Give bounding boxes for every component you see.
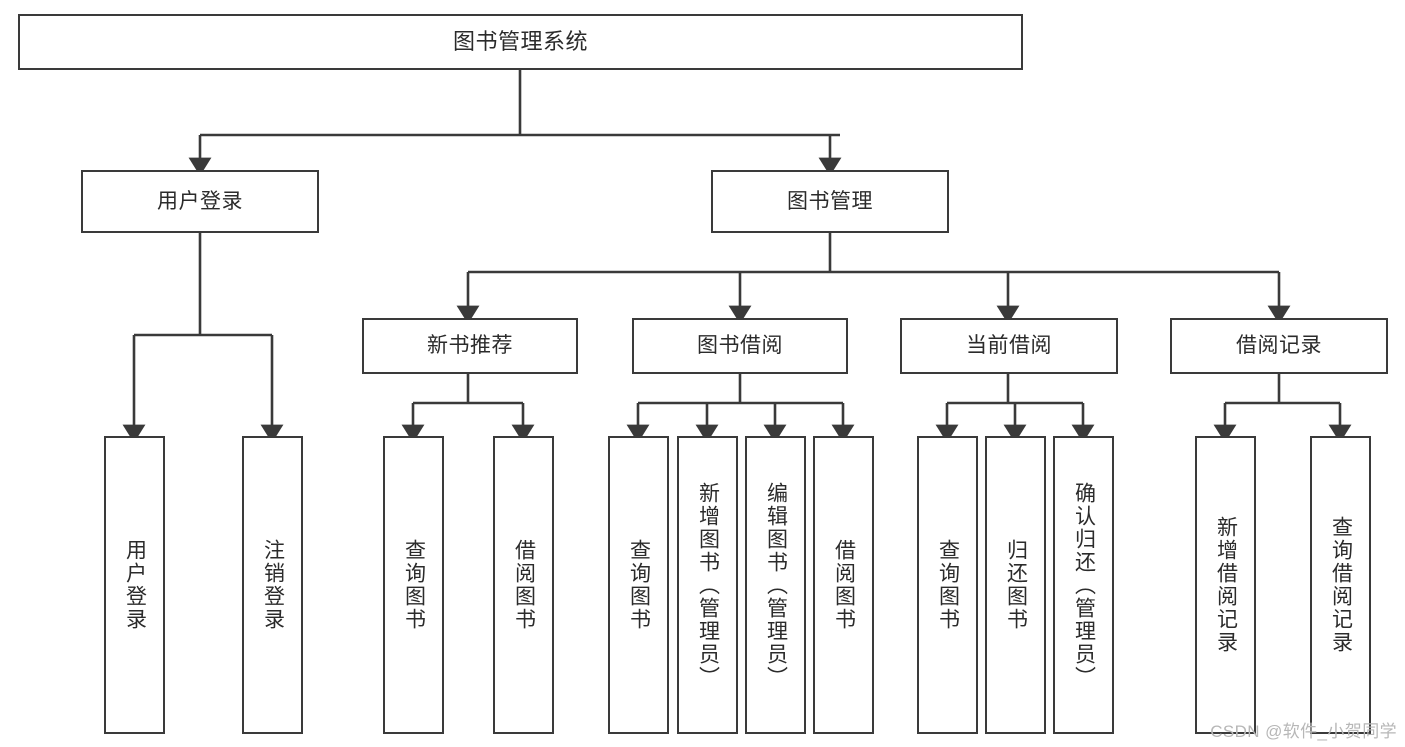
leaf-book-borrow-edit[interactable]: 编辑图书（管理员） xyxy=(745,436,806,734)
leaf-current-borrow-query[interactable]: 查询图书 xyxy=(917,436,978,734)
node-label: 用户登录 xyxy=(157,189,243,213)
node-current-borrow[interactable]: 当前借阅 xyxy=(900,318,1118,374)
leaf-current-borrow-return[interactable]: 归还图书 xyxy=(985,436,1046,734)
leaf-current-borrow-confirm-return[interactable]: 确认归还（管理员） xyxy=(1053,436,1114,734)
node-label: 图书借阅 xyxy=(697,334,783,358)
node-label: 借阅记录 xyxy=(1236,334,1322,358)
leaf-borrow-record-query[interactable]: 查询借阅记录 xyxy=(1310,436,1371,734)
node-label: 用户登录 xyxy=(123,539,147,631)
leaf-book-borrow-lend[interactable]: 借阅图书 xyxy=(813,436,874,734)
leaf-book-borrow-add[interactable]: 新增图书（管理员） xyxy=(677,436,738,734)
node-label: 新增借阅记录 xyxy=(1214,516,1238,654)
node-new-book-recommend[interactable]: 新书推荐 xyxy=(362,318,578,374)
node-label: 查询借阅记录 xyxy=(1329,516,1353,654)
node-root-system[interactable]: 图书管理系统 xyxy=(18,14,1023,70)
leaf-new-book-borrow[interactable]: 借阅图书 xyxy=(493,436,554,734)
leaf-user-login-logout[interactable]: 注销登录 xyxy=(242,436,303,734)
leaf-new-book-query[interactable]: 查询图书 xyxy=(383,436,444,734)
leaf-book-borrow-query[interactable]: 查询图书 xyxy=(608,436,669,734)
node-label: 图书管理 xyxy=(787,189,873,213)
node-label: 新增图书（管理员） xyxy=(696,481,720,689)
node-label: 新书推荐 xyxy=(427,334,513,358)
node-label: 确认归还（管理员） xyxy=(1072,481,1096,689)
node-label: 查询图书 xyxy=(402,539,426,631)
leaf-borrow-record-add[interactable]: 新增借阅记录 xyxy=(1195,436,1256,734)
node-borrow-record[interactable]: 借阅记录 xyxy=(1170,318,1388,374)
node-label: 归还图书 xyxy=(1004,539,1028,631)
node-label: 查询图书 xyxy=(627,539,651,631)
node-user-login[interactable]: 用户登录 xyxy=(81,170,319,233)
watermark-text: CSDN @软件_小贺同学 xyxy=(1210,722,1397,741)
node-label: 借阅图书 xyxy=(512,539,536,631)
node-book-borrow[interactable]: 图书借阅 xyxy=(632,318,848,374)
node-book-management[interactable]: 图书管理 xyxy=(711,170,949,233)
leaf-user-login-login[interactable]: 用户登录 xyxy=(104,436,165,734)
node-label: 当前借阅 xyxy=(966,334,1052,358)
node-label: 图书管理系统 xyxy=(452,28,588,54)
node-label: 编辑图书（管理员） xyxy=(764,481,788,689)
node-label: 查询图书 xyxy=(936,539,960,631)
node-label: 借阅图书 xyxy=(832,539,856,631)
node-label: 注销登录 xyxy=(261,539,285,631)
